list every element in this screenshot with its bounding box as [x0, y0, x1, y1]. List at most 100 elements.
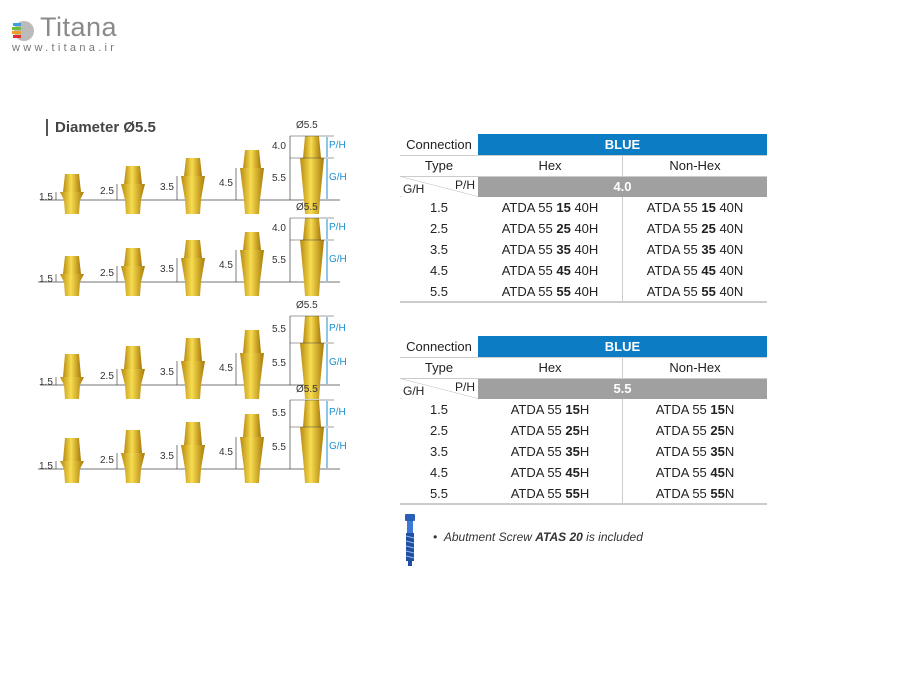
- nonhex-code: ATDA 55 45 40N: [623, 260, 768, 281]
- code-height: 45: [701, 263, 716, 278]
- ph-value-label: 4.0: [272, 141, 286, 152]
- table-row: 5.5 ATDA 55 55 40H ATDA 55 55 40N: [400, 281, 767, 303]
- abutment: [121, 369, 145, 399]
- gh-cell: 1.5: [429, 402, 449, 417]
- gh-value-label: 5.5: [272, 255, 286, 266]
- abutment-post: [63, 354, 81, 377]
- connection-value: BLUE: [478, 336, 767, 357]
- table-row: 4.5 ATDA 55 45 40H ATDA 55 45 40N: [400, 260, 767, 281]
- nonhex-code: ATDA 55 25 40N: [623, 218, 768, 239]
- code-height: 55: [565, 485, 580, 501]
- ph-value: 5.5: [478, 377, 767, 399]
- code-suffix: 40N: [715, 200, 744, 215]
- abutment-drawings: [38, 217, 340, 296]
- code-height: 15: [565, 402, 580, 417]
- ph-value-label: 5.5: [272, 323, 286, 335]
- abutment: [181, 258, 205, 296]
- hex-code: ATDA 55 25H: [478, 420, 623, 441]
- gh-label: G/H: [329, 357, 347, 368]
- gh-value-label: 5.5: [272, 173, 286, 184]
- diameter-label: Ø5.5: [296, 384, 318, 395]
- type-nonhex: Non-Hex: [622, 154, 767, 176]
- abutment-post: [124, 166, 142, 184]
- code-height: 15: [710, 402, 725, 417]
- code-suffix: H: [579, 485, 590, 501]
- page-title: Diameter Ø5.5: [46, 119, 156, 136]
- code-suffix: H: [579, 423, 590, 438]
- note-prefix: Abutment Screw: [443, 530, 536, 544]
- abutment-post: [184, 422, 202, 445]
- hex-code: ATDA 55 15 40H: [478, 197, 623, 218]
- nonhex-code: ATDA 55 25N: [623, 420, 768, 441]
- brand-url: www.titana.ir: [12, 42, 118, 54]
- code-prefix: ATDA 55: [646, 221, 702, 236]
- abutment-post: [303, 136, 321, 158]
- gh-cell: 3.5: [429, 242, 449, 257]
- height-label: 3.5: [160, 264, 174, 275]
- hex-code: ATDA 55 55H: [478, 483, 623, 505]
- code-suffix: N: [724, 402, 735, 417]
- code-height: 35: [565, 444, 580, 459]
- nonhex-code: ATDA 55 55N: [622, 483, 767, 505]
- nonhex-code: ATDA 55 35 40N: [623, 239, 768, 260]
- gh-cell: 3.5: [429, 444, 449, 459]
- hex-code: ATDA 55 45H: [478, 462, 623, 483]
- gh-cell: 1.5: [429, 200, 449, 215]
- screw-code: ATAS 20: [535, 530, 583, 544]
- code-height: 55: [701, 283, 716, 299]
- table-row: 1.5 ATDA 55 15 40H ATDA 55 15 40N: [400, 197, 767, 218]
- ph-header: P/H: [454, 177, 475, 192]
- code-height: 15: [701, 200, 716, 215]
- code-prefix: ATDA 55: [655, 485, 711, 501]
- abutment-post: [243, 150, 261, 168]
- code-height: 45: [710, 465, 725, 480]
- abutment-post: [124, 346, 142, 369]
- code-height: 35: [556, 242, 571, 257]
- ph-header: P/H: [454, 379, 475, 394]
- gh-header: G/H: [403, 384, 425, 398]
- code-prefix: ATDA 55: [501, 200, 557, 215]
- abutment-post: [243, 414, 261, 437]
- nonhex-code: ATDA 55 15N: [623, 399, 768, 420]
- height-label: 1.5: [39, 192, 53, 203]
- code-suffix: H: [579, 402, 590, 417]
- brand-name: Titana: [40, 12, 118, 42]
- code-suffix: N: [724, 465, 735, 480]
- abutment: [60, 377, 84, 399]
- table-row: 2.5 ATDA 55 25H ATDA 55 25N: [400, 420, 767, 441]
- code-height: 15: [556, 200, 571, 215]
- abutment-post: [124, 430, 142, 453]
- code-prefix: ATDA 55: [501, 263, 557, 278]
- table-row: 5.5 ATDA 55 55H ATDA 55 55N: [400, 483, 767, 505]
- hex-code: ATDA 55 55 40H: [478, 281, 623, 303]
- code-prefix: ATDA 55: [646, 200, 702, 215]
- diameter-label: Ø5.5: [296, 300, 318, 311]
- gh-label: G/H: [329, 441, 347, 452]
- ph-value-label: 4.0: [272, 223, 286, 234]
- table-row: 3.5 ATDA 55 35H ATDA 55 35N: [400, 441, 767, 462]
- code-suffix: 40H: [570, 200, 599, 215]
- abutment: [300, 427, 324, 483]
- gh-cell: 5.5: [400, 483, 478, 505]
- abutment: [121, 453, 145, 483]
- height-label: 2.5: [100, 268, 114, 279]
- abutment: [181, 176, 205, 214]
- abutment: [181, 445, 205, 483]
- abutment-post: [303, 218, 321, 240]
- height-label: 4.5: [219, 178, 233, 189]
- code-suffix: 40N: [715, 263, 744, 278]
- gh-ph-header: G/H P/H: [400, 377, 478, 399]
- table-row: 1.5 ATDA 55 15H ATDA 55 15N: [400, 399, 767, 420]
- abutment-post: [124, 248, 142, 266]
- code-suffix: 40H: [570, 263, 599, 278]
- abutment-post: [303, 400, 321, 427]
- connection-label: Connection: [406, 136, 472, 152]
